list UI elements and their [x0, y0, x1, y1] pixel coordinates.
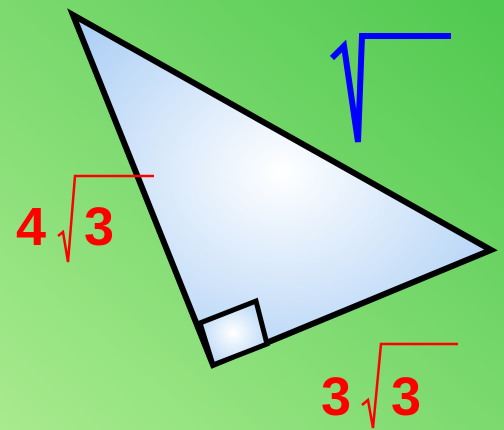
right-angle-marker	[196, 297, 270, 369]
square-root-symbol-icon	[329, 33, 451, 143]
bottom-leg-length-label: 3 3	[321, 342, 458, 429]
bottom-leg-radical-sign-icon	[361, 342, 458, 429]
left-leg-radical-sign-icon	[57, 174, 154, 263]
bottom-leg-coefficient: 3	[321, 367, 351, 427]
left-leg-coefficient: 4	[16, 197, 46, 257]
right-triangle	[67, 8, 498, 369]
left-leg-radicand: 3	[84, 197, 114, 257]
bottom-leg-radicand: 3	[391, 367, 421, 427]
left-leg-length-label: 4 3	[16, 174, 154, 263]
